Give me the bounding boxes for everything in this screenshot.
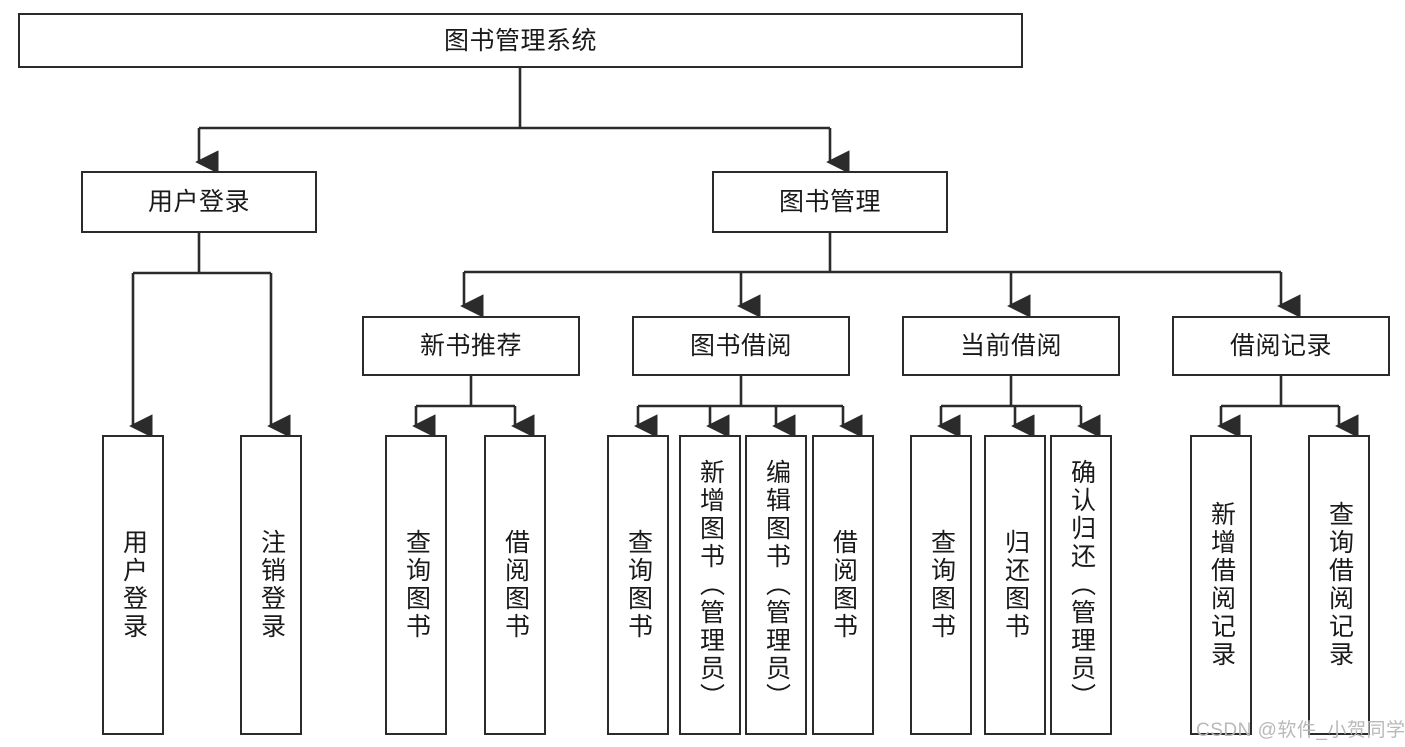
node-leaf-query-book-2-label: 查询图书 xyxy=(624,529,653,641)
node-leaf-edit-book-label: 编辑图书（管理员） xyxy=(762,459,791,711)
node-borrow-record[interactable]: 借阅记录 xyxy=(1172,316,1390,376)
node-leaf-query-record[interactable]: 查询借阅记录 xyxy=(1308,435,1370,735)
node-leaf-user-login[interactable]: 用户登录 xyxy=(102,435,164,735)
node-book-borrow[interactable]: 图书借阅 xyxy=(632,316,850,376)
node-root[interactable]: 图书管理系统 xyxy=(18,13,1023,68)
node-current-borrow[interactable]: 当前借阅 xyxy=(902,316,1120,376)
csdn-watermark: CSDN @软件_小贺同学 xyxy=(1196,720,1405,741)
node-leaf-return-book[interactable]: 归还图书 xyxy=(984,435,1046,735)
node-leaf-query-book-1-label: 查询图书 xyxy=(402,529,431,641)
node-leaf-user-logout-label: 注销登录 xyxy=(257,529,286,641)
node-book-manage-label: 图书管理 xyxy=(778,188,881,216)
node-book-borrow-label: 图书借阅 xyxy=(689,332,792,360)
node-leaf-query-book-3-label: 查询图书 xyxy=(927,529,956,641)
node-leaf-confirm-return-label: 确认归还（管理员） xyxy=(1067,459,1096,711)
node-leaf-query-book-1[interactable]: 查询图书 xyxy=(385,435,447,735)
node-user-login-label: 用户登录 xyxy=(147,188,250,216)
node-leaf-borrow-book-1[interactable]: 借阅图书 xyxy=(484,435,546,735)
node-leaf-borrow-book-2[interactable]: 借阅图书 xyxy=(812,435,874,735)
node-leaf-add-record[interactable]: 新增借阅记录 xyxy=(1190,435,1252,735)
node-leaf-query-book-3[interactable]: 查询图书 xyxy=(910,435,972,735)
node-leaf-add-book-label: 新增图书（管理员） xyxy=(696,459,725,711)
node-leaf-query-book-2[interactable]: 查询图书 xyxy=(607,435,669,735)
node-root-label: 图书管理系统 xyxy=(443,26,597,55)
node-leaf-borrow-book-1-label: 借阅图书 xyxy=(501,529,530,641)
node-leaf-confirm-return[interactable]: 确认归还（管理员） xyxy=(1050,435,1112,735)
node-leaf-borrow-book-2-label: 借阅图书 xyxy=(829,529,858,641)
node-leaf-user-login-label: 用户登录 xyxy=(119,529,148,641)
node-leaf-add-record-label: 新增借阅记录 xyxy=(1207,501,1236,669)
node-leaf-query-record-label: 查询借阅记录 xyxy=(1325,501,1354,669)
node-leaf-edit-book[interactable]: 编辑图书（管理员） xyxy=(745,435,807,735)
node-leaf-add-book[interactable]: 新增图书（管理员） xyxy=(679,435,741,735)
node-borrow-record-label: 借阅记录 xyxy=(1229,332,1332,360)
node-current-borrow-label: 当前借阅 xyxy=(959,332,1062,360)
node-new-book-rec[interactable]: 新书推荐 xyxy=(362,316,580,376)
node-user-login[interactable]: 用户登录 xyxy=(81,171,317,233)
node-leaf-user-logout[interactable]: 注销登录 xyxy=(240,435,302,735)
node-book-manage[interactable]: 图书管理 xyxy=(712,171,948,233)
node-leaf-return-book-label: 归还图书 xyxy=(1001,529,1030,641)
node-new-book-rec-label: 新书推荐 xyxy=(419,332,522,360)
